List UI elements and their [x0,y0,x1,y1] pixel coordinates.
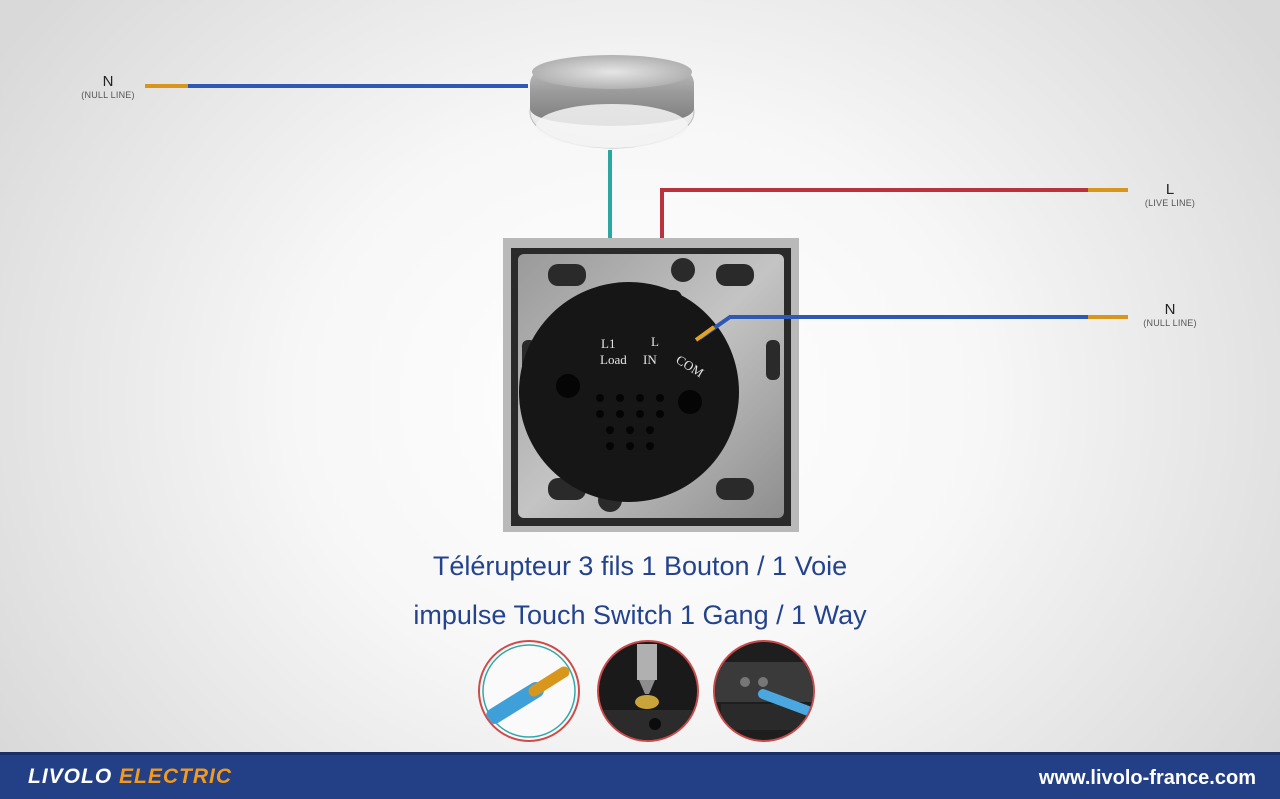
neutral-left-letter: N [102,73,114,90]
brand-livolo: LIVOLO [28,765,113,788]
neutral-right-desc: (NULL LINE) [1143,318,1197,328]
terminal-load-label: Load [600,352,627,367]
neutral-right-letter: N [1164,301,1176,318]
neutral-right-label: N (NULL LINE) [1132,302,1208,328]
switch-back-module: L1 Load L IN COM [503,238,799,532]
brand-logo: LIVOLO ELECTRIC [28,765,232,789]
live-right-letter: L [1165,181,1175,198]
brand-electric: ELECTRIC [119,765,233,788]
neutral-wire-left [145,84,528,88]
neutral-left-label: N (NULL LINE) [70,74,146,100]
ceiling-lamp-icon [529,55,695,149]
stripped-wire-icon [478,640,580,742]
live-right-desc: (LIVE LINE) [1144,198,1196,208]
live-right-label: L (LIVE LINE) [1132,182,1208,208]
terminal-l1-label: L1 [601,336,615,351]
caption-english: impulse Touch Switch 1 Gang / 1 Way [413,600,867,630]
terminal-in-label: IN [643,352,657,367]
wire-insert-icon [713,640,815,742]
footer-bar: LIVOLO ELECTRIC www.livolo-france.com [0,752,1280,799]
website-link[interactable]: www.livolo-france.com [1038,767,1256,789]
caption-french: Télérupteur 3 fils 1 Bouton / 1 Voie [432,551,848,581]
neutral-left-desc: (NULL LINE) [81,90,135,100]
neutral-wire-right [694,315,1128,342]
screwdriver-terminal-icon [597,640,699,742]
terminal-l-label: L [651,334,659,349]
